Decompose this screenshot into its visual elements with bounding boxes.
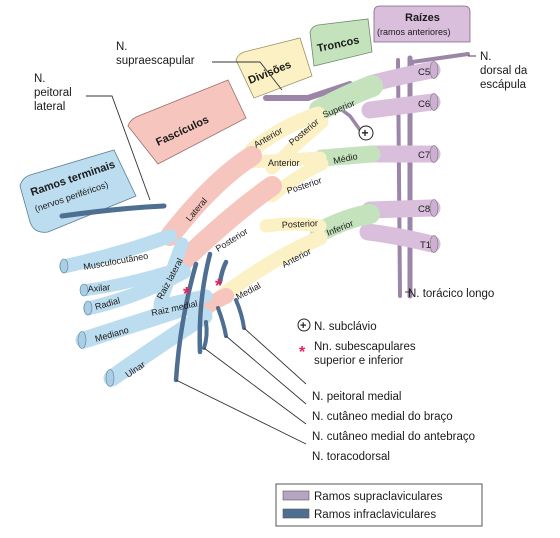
superior-trunk xyxy=(309,75,383,121)
musculocutaneous-nerve xyxy=(59,229,177,273)
dorsal-scapular-label-line1: N. xyxy=(480,51,492,63)
long-thoracic-root xyxy=(396,58,402,298)
root-label-t1: T1 xyxy=(420,240,431,251)
ulnar-nerve xyxy=(103,307,213,387)
median-end xyxy=(77,331,87,349)
lateral-pectoral-label-line2: peitoral xyxy=(34,87,72,99)
subscapular-asterisk-icon: * xyxy=(183,284,190,304)
subscapular-label-line1: Nn. subescapulares xyxy=(314,341,416,353)
middle-trunk xyxy=(313,145,381,167)
medial-pectoral-label: N. peitoral medial xyxy=(312,391,401,403)
radial-end xyxy=(83,300,93,316)
division-label-posterior-lower: Posterior xyxy=(282,218,318,230)
root-t1 xyxy=(359,223,441,253)
subclavian-marker-icon xyxy=(358,125,374,141)
legend-box xyxy=(275,483,483,527)
subclavian-key-icon xyxy=(297,318,311,332)
root-label-c6: C6 xyxy=(418,99,430,110)
anterior-division-lower xyxy=(214,230,328,304)
suprascapular-label-line2: supraescapular xyxy=(116,55,195,67)
suprascapular-leader xyxy=(212,61,283,91)
root-c8 xyxy=(361,199,441,219)
lower-subscapular-nerve xyxy=(217,259,229,285)
ulnar-end xyxy=(105,369,115,387)
legend-swatch-infraclavicular xyxy=(282,508,310,519)
thoracodorsal-nerve xyxy=(173,261,199,383)
long-thoracic-label: N. torácico longo xyxy=(408,288,494,300)
root-c6-end xyxy=(429,93,439,111)
cords-header-tab xyxy=(127,79,247,165)
lateral-pectoral-label-line1: N. xyxy=(34,73,46,85)
root-label-c5: C5 xyxy=(418,67,430,78)
medial-pectoral-leader xyxy=(243,327,307,385)
medial-cutaneous-arm-leader xyxy=(225,335,307,405)
medial-cutaneous-forearm-leader xyxy=(203,347,307,425)
medial-cutaneous-forearm-label: N. cutâneo medial do antebraço xyxy=(312,431,475,443)
subclavian-label: N. subclávio xyxy=(314,321,377,333)
lateral-pectoral-nerve xyxy=(59,203,167,219)
lateral-cord xyxy=(160,146,262,246)
medial-cutaneous-arm-nerve xyxy=(216,306,228,338)
medial-cutaneous-forearm-nerve xyxy=(202,320,209,350)
roots-header-subtitle: (ramos anteriores) xyxy=(377,27,451,37)
lateral-pectoral-label-line3: lateral xyxy=(34,101,65,113)
divisions-header-tab xyxy=(235,37,313,99)
root-c5-end xyxy=(429,61,439,79)
root-t1-end xyxy=(429,235,439,253)
anterior-division-upper xyxy=(244,106,326,158)
medial-pectoral-nerve xyxy=(234,298,246,330)
roots-header-title: Raízes xyxy=(405,12,440,24)
posterior-cord xyxy=(170,176,282,274)
lateral-pectoral-leader xyxy=(86,95,151,201)
plus-icon: + xyxy=(362,126,369,140)
root-label-c8: C8 xyxy=(418,204,430,215)
medial-cutaneous-arm-label: N. cutâneo medial do braço xyxy=(312,411,453,423)
axillary-end xyxy=(79,283,89,297)
root-c8-end xyxy=(429,199,439,217)
suprascapular-label-line1: N. xyxy=(116,41,128,53)
suprascapular-nerve xyxy=(263,81,353,101)
roots-header-tab xyxy=(373,5,471,43)
subscapular-asterisk-icon: * xyxy=(215,276,222,296)
lateral-root-of-median xyxy=(153,237,189,311)
subscapular-label-line2: superior e inferior xyxy=(314,355,404,367)
upper-subscapular-nerve xyxy=(197,251,213,355)
division-label-anterior-middle: Anterior xyxy=(268,158,300,168)
posterior-division-lower xyxy=(259,217,327,233)
trunks-header-tab xyxy=(309,18,373,67)
thoracodorsal-label: N. toracodorsal xyxy=(312,451,390,463)
plus-icon: + xyxy=(300,320,306,332)
terminal-label-axillary: Axilar xyxy=(87,282,110,294)
trunk-label-middle: Médio xyxy=(332,151,358,166)
subscapular-key-asterisk-icon: * xyxy=(299,344,306,361)
terminal-branches-header-tab xyxy=(19,149,137,233)
musculocutaneous-end xyxy=(59,258,69,274)
thoracodorsal-leader xyxy=(175,379,307,445)
dorsal-scapular-label-line3: escápula xyxy=(480,79,527,91)
legend-label-supraclavicular: Ramos supraclaviculares xyxy=(314,491,443,503)
root-c7-end xyxy=(429,145,439,163)
root-label-c7: C7 xyxy=(418,150,430,161)
root-c6 xyxy=(361,93,441,119)
legend-swatch-supraclavicular xyxy=(282,490,310,501)
dorsal-scapular-label-line2: dorsal da xyxy=(480,65,528,77)
legend-label-infraclavicular: Ramos infraclaviculares xyxy=(314,509,436,521)
